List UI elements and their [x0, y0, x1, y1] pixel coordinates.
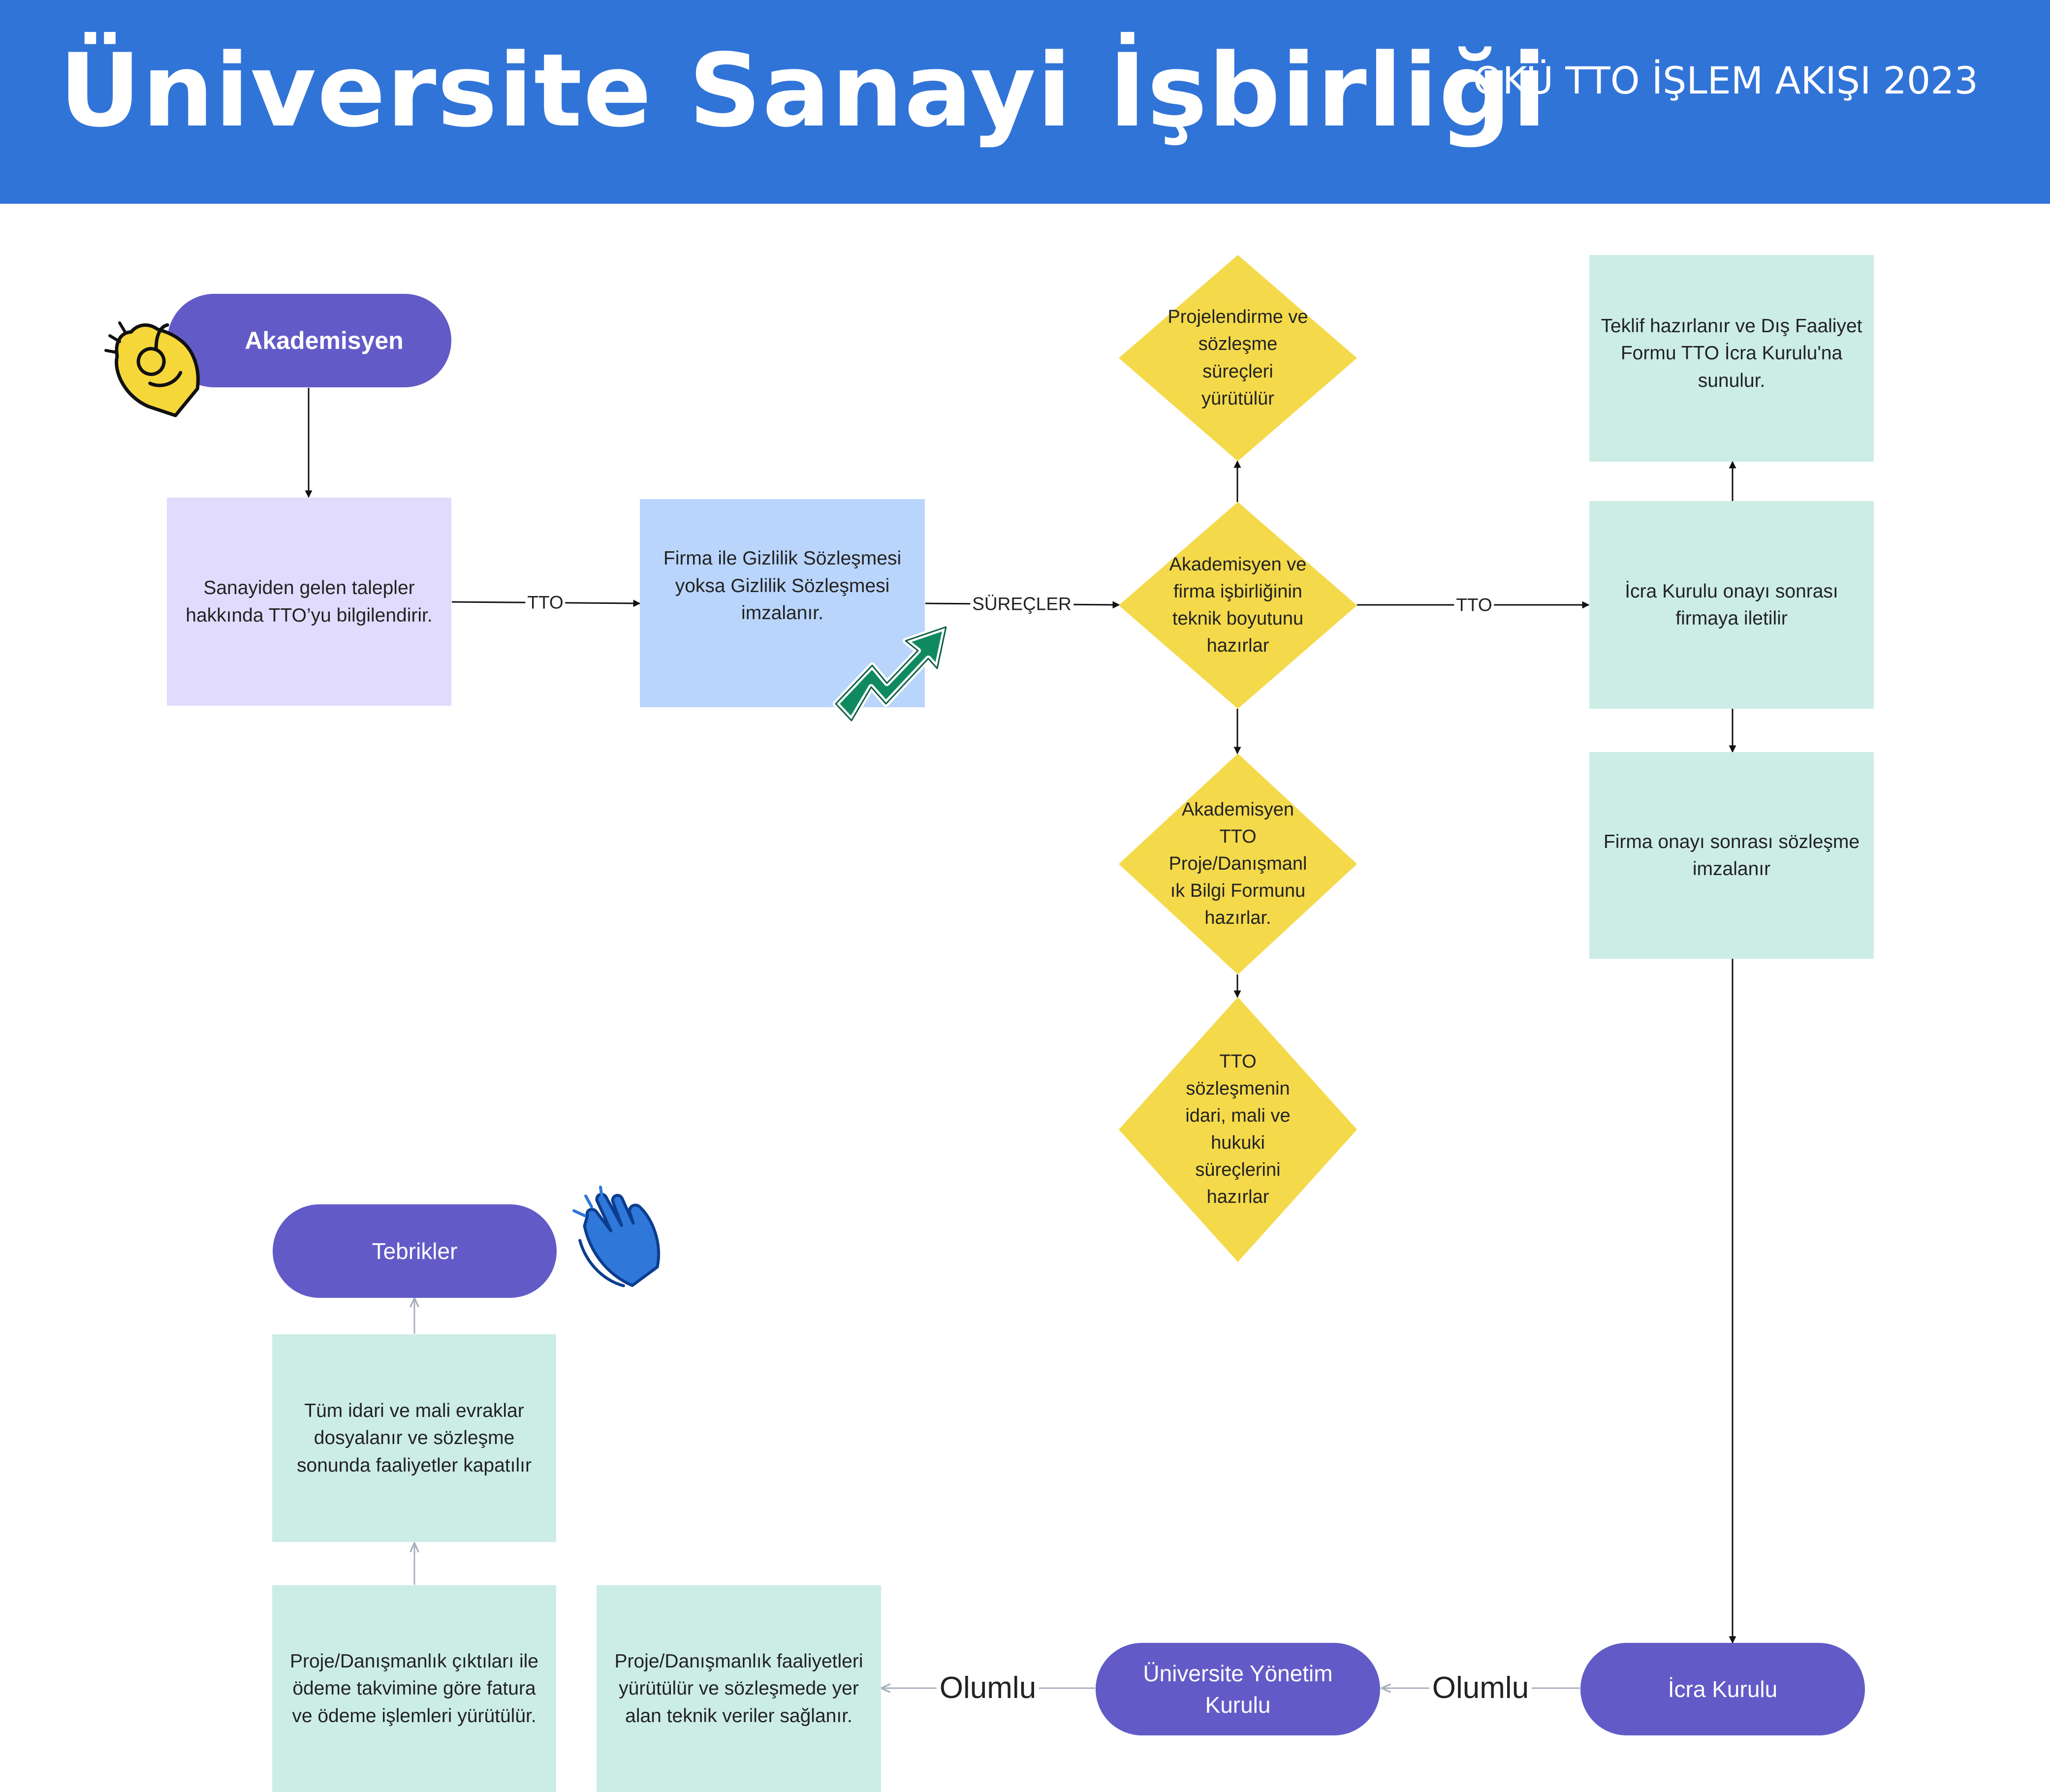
ok-hand-icon — [104, 321, 200, 417]
edge-label-tto-1: TTO — [525, 592, 566, 613]
node-teklif: Teklif hazırlanır ve Dış Faaliyet Formu … — [1589, 255, 1874, 462]
edge-label-olumlu-2: Olumlu — [936, 1672, 1040, 1704]
node-fatura: Proje/Danışmanlık çıktıları ile ödeme ta… — [272, 1585, 556, 1792]
node-firma-onay: Firma onayı sonrası sözleşme imzalanır — [1589, 752, 1874, 959]
node-projelendirme: Projelendirme ve sözleşme süreçleri yürü… — [1119, 255, 1357, 461]
node-icra-onay: İcra Kurulu onayı sonrası firmaya iletil… — [1589, 501, 1874, 709]
node-bilgi-formu: Akademisyen TTO Proje/Danışmanl ık Bilgi… — [1119, 754, 1357, 975]
edge-label-olumlu-1: Olumlu — [1429, 1672, 1532, 1704]
node-tebrikler: Tebrikler — [273, 1204, 557, 1298]
node-yonetim-kurulu: Üniversite Yönetim Kurulu — [1096, 1643, 1380, 1735]
node-teknik-boyut: Akademisyen ve firma işbirliğinin teknik… — [1119, 502, 1357, 709]
trend-up-arrow-icon — [833, 624, 949, 723]
node-faaliyet: Proje/Danışmanlık faaliyetleri yürütülür… — [597, 1585, 881, 1792]
node-akademisyen: Akademisyen — [167, 294, 451, 387]
node-icra-kurulu: İcra Kurulu — [1580, 1643, 1865, 1735]
node-idari-mali: TTO sözleşmenin idari, mali ve hukuki sü… — [1119, 997, 1357, 1262]
node-evrak: Tüm idari ve mali evraklar dosyalanır ve… — [272, 1334, 556, 1542]
edge-label-tto-2: TTO — [1454, 595, 1494, 615]
node-projelendirme-text: Projelendirme ve sözleşme süreçleri yürü… — [1167, 307, 1308, 409]
header-banner: Üniversite Sanayi İşbirliği OKÜ TTO İŞLE… — [0, 0, 2050, 204]
page-subtitle: OKÜ TTO İŞLEM AKIŞI 2023 — [1473, 59, 1978, 102]
node-gizlilik: Firma ile Gizlilik Sözleşmesi yoksa Gizl… — [640, 499, 925, 707]
node-bilgi-formu-text: Akademisyen TTO Proje/Danışmanl ık Bilgi… — [1168, 799, 1307, 929]
node-sanayi-talep: Sanayiden gelen talepler hakkında TTO’yu… — [167, 498, 451, 706]
node-idari-mali-text: TTO sözleşmenin idari, mali ve hukuki sü… — [1185, 1051, 1291, 1208]
page-title: Üniversite Sanayi İşbirliği — [59, 32, 1548, 150]
clapping-hands-icon — [572, 1186, 661, 1288]
edge-label-surecler: SÜREÇLER — [970, 594, 1073, 614]
node-teknik-boyut-text: Akademisyen ve firma işbirliğinin teknik… — [1169, 554, 1307, 657]
